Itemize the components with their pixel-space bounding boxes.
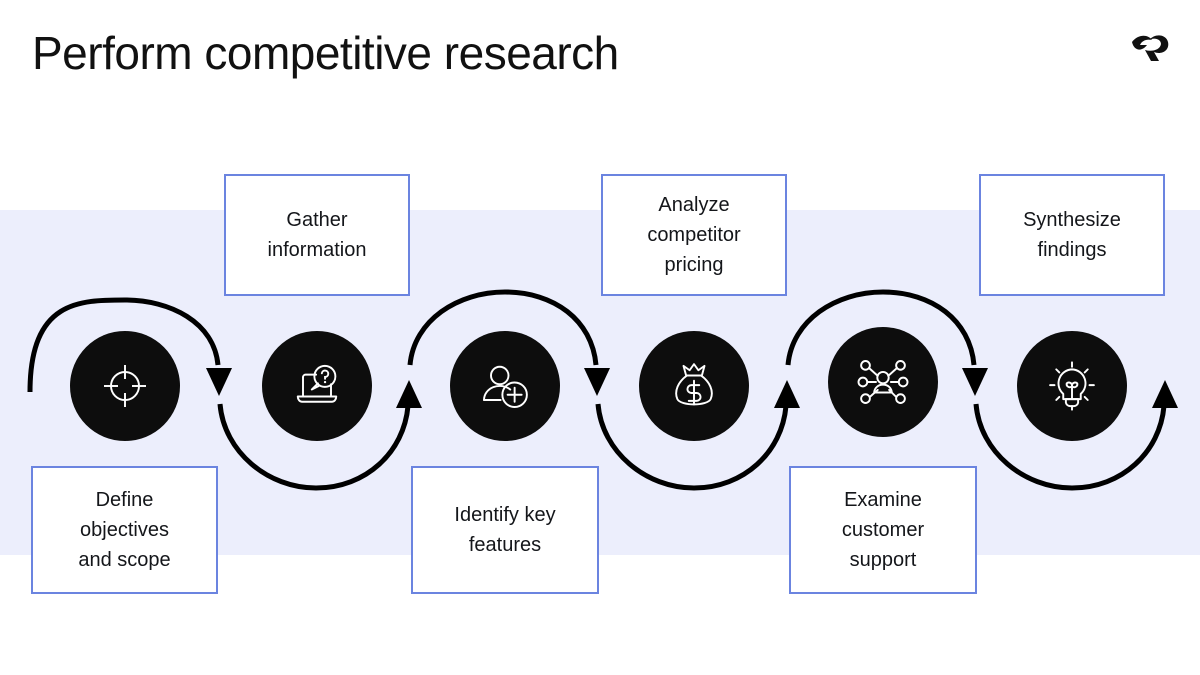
step-label-1[interactable]: Define objectives and scope <box>31 466 218 594</box>
step-label-2[interactable]: Gather information <box>224 174 410 296</box>
step-label-3[interactable]: Identify key features <box>411 466 599 594</box>
arrowhead-up-2 <box>396 380 422 408</box>
step-node-5[interactable] <box>828 327 938 437</box>
step-label-6[interactable]: Synthesize findings <box>979 174 1165 296</box>
arrowhead-up-4 <box>774 380 800 408</box>
step-label-5-text: Examine customer support <box>841 489 925 571</box>
step-node-3[interactable] <box>450 331 560 441</box>
step-label-3-text: Identify key features <box>454 504 556 556</box>
page-title: Perform competitive research <box>32 27 619 79</box>
step-node-4[interactable] <box>639 331 749 441</box>
step-node-6[interactable] <box>1017 331 1127 441</box>
arrowhead-down-3 <box>584 368 610 396</box>
step-label-5[interactable]: Examine customer support <box>789 466 977 594</box>
step-label-1-text: Define objectives and scope <box>78 489 171 571</box>
target-crosshair-icon <box>97 358 153 414</box>
arrowhead-up-6 <box>1152 380 1178 408</box>
step-label-2-text: Gather information <box>267 209 367 261</box>
laptop-question-bubble-icon <box>289 358 345 414</box>
arrowhead-down-1 <box>206 368 232 396</box>
user-plus-icon <box>477 358 533 414</box>
arrowhead-down-5 <box>962 368 988 396</box>
double-chevron-r-logo <box>1128 28 1172 72</box>
step-node-2[interactable] <box>262 331 372 441</box>
network-person-nodes-icon <box>855 354 911 410</box>
step-label-4[interactable]: Analyze competitor pricing <box>601 174 787 296</box>
money-bag-dollar-icon <box>666 358 722 414</box>
step-node-1[interactable] <box>70 331 180 441</box>
lightbulb-idea-icon <box>1044 358 1100 414</box>
step-label-4-text: Analyze competitor pricing <box>647 194 741 276</box>
step-label-6-text: Synthesize findings <box>1023 209 1121 261</box>
